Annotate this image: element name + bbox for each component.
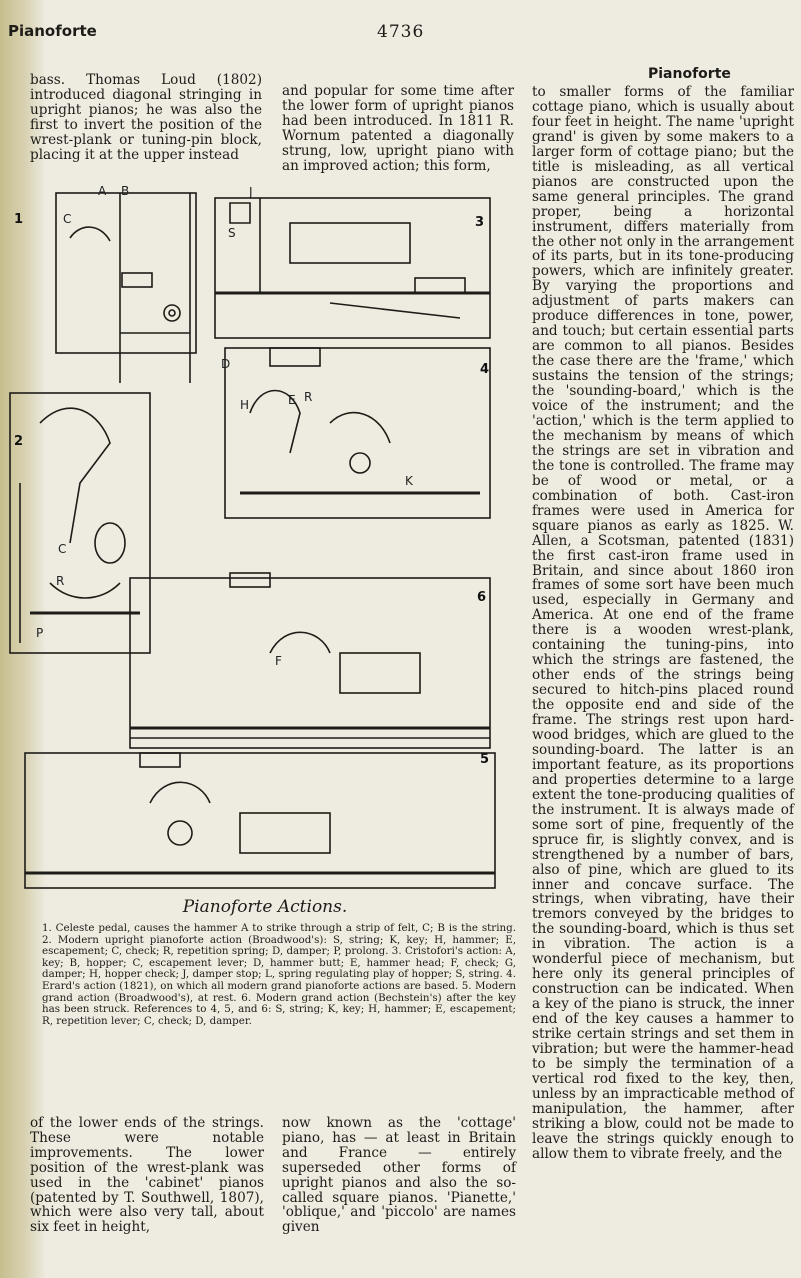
panel-number-4: 4	[480, 362, 489, 377]
part-label-e: E	[288, 393, 296, 407]
panel-number-5: 5	[480, 752, 489, 767]
part-label-k: K	[405, 474, 414, 488]
part-label-r: R	[304, 390, 312, 404]
text-column-right: to smaller forms of the familiar cottage…	[532, 85, 794, 1162]
panel-number-3: 3	[475, 215, 484, 230]
figure-caption: 1. Celeste pedal, causes the hammer A to…	[42, 922, 516, 1027]
part-label-b: B	[121, 184, 129, 198]
panel-3-frame	[214, 197, 491, 339]
panel-4-frame	[224, 347, 491, 519]
part-label-big-r: R	[56, 574, 64, 588]
paragraph: now known as the 'cottage' piano, has — …	[282, 1115, 516, 1236]
text-column-left-top: bass. Thomas Loud (1802) introduced diag…	[30, 72, 262, 163]
part-label-big-c: C	[58, 542, 66, 556]
panel-6-frame	[129, 577, 491, 749]
paragraph: to smaller forms of the familiar cottage…	[532, 84, 794, 1162]
panel-1-frame	[55, 192, 197, 354]
text-column-left-bottom: of the lower ends of the strings. These …	[30, 1116, 264, 1235]
part-label-d: D	[221, 357, 230, 371]
page-edge-shadow	[0, 0, 46, 1278]
part-label-f: F	[275, 654, 282, 668]
panel-5-frame	[24, 752, 496, 889]
illustration-linework	[9, 192, 496, 889]
panel-2-frame	[9, 392, 151, 654]
paragraph: bass. Thomas Loud (1802) introduced diag…	[30, 72, 262, 163]
running-head-left: Pianoforte	[8, 22, 97, 40]
text-column-middle-top: and popular for some time after the lowe…	[282, 83, 514, 174]
part-label-s: S	[228, 226, 236, 240]
panel-number-1: 1	[14, 212, 23, 227]
pianoforte-actions-illustration: 1 2 3 4 5 6 A B C S J D E H R K C R P F	[9, 184, 496, 889]
panel-number-2: 2	[14, 434, 23, 449]
page-number: 4736	[377, 22, 425, 42]
panel-number-6: 6	[477, 590, 486, 605]
running-head-right: Pianoforte	[648, 66, 731, 82]
part-label-h: H	[240, 398, 249, 412]
paragraph: of the lower ends of the strings. These …	[30, 1115, 264, 1236]
part-label-j: J	[248, 185, 253, 199]
figure-title: Pianoforte Actions.	[182, 897, 348, 917]
text-column-middle-bottom: now known as the 'cottage' piano, has — …	[282, 1116, 516, 1235]
paragraph: and popular for some time after the lowe…	[282, 83, 514, 174]
part-label-c: C	[63, 212, 71, 226]
part-label-a: A	[98, 184, 107, 198]
part-label-p: P	[36, 626, 43, 640]
